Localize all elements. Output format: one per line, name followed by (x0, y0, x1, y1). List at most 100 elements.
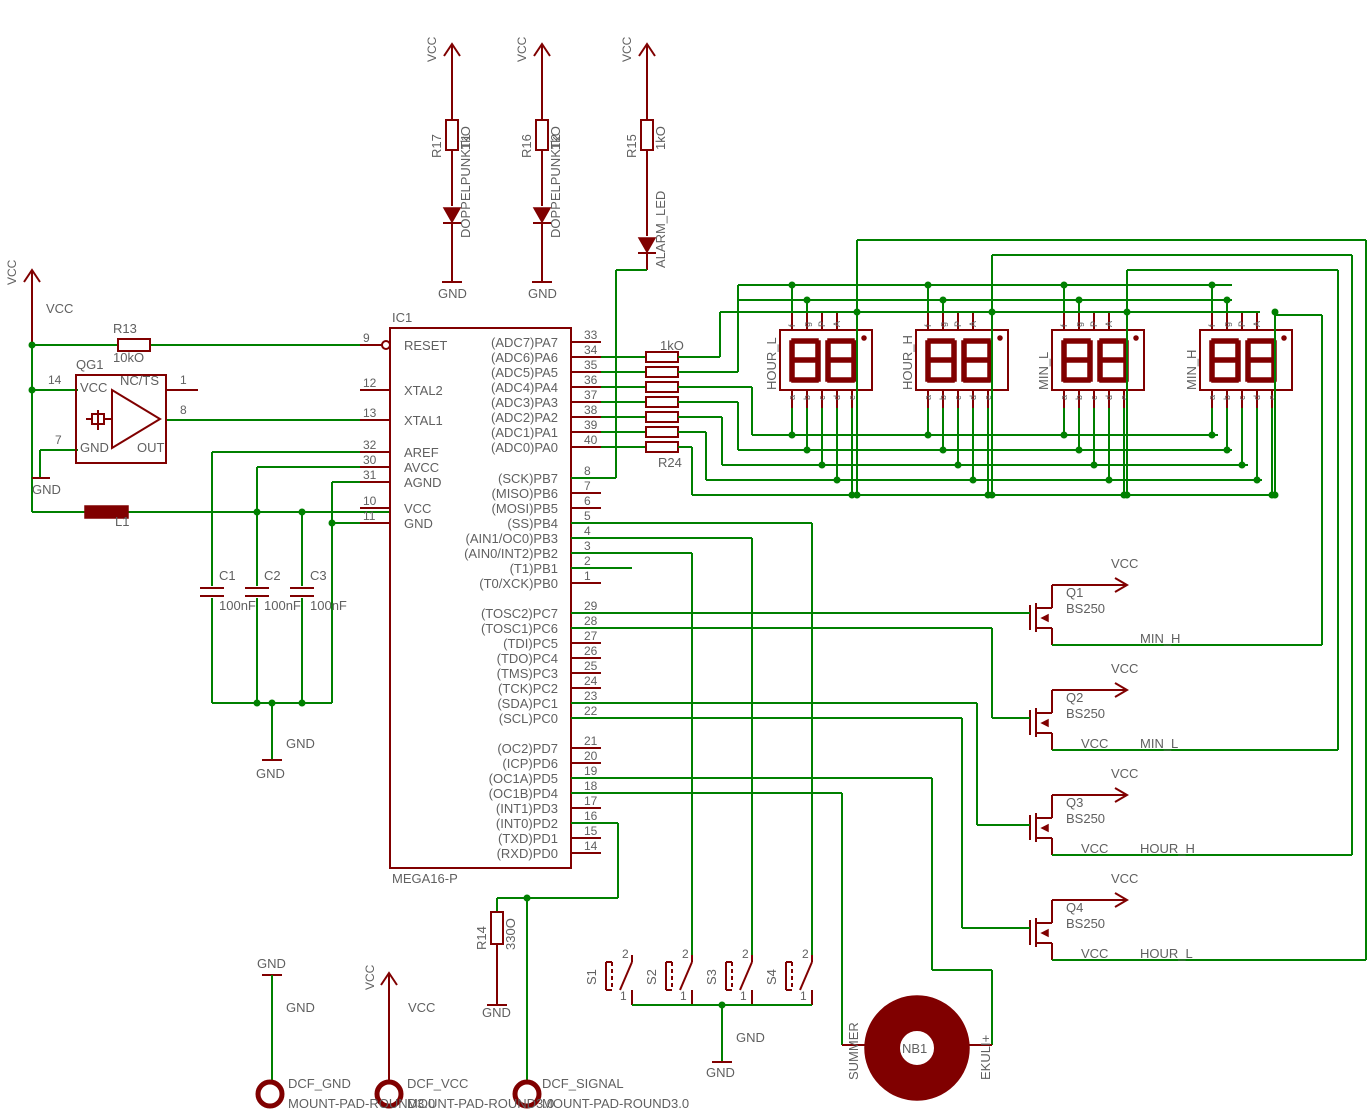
seg-bot-label: e (847, 395, 857, 400)
q-vcc-net: VCC (1081, 946, 1108, 961)
seg-bot-label: d (968, 395, 978, 400)
ic-left-pin-label: AGND (404, 475, 442, 490)
gnd-label-qg1: GND (32, 482, 61, 497)
junction (1060, 281, 1068, 289)
seg-top-label: P (1237, 321, 1247, 327)
segment (1247, 377, 1275, 383)
qg1-pin1: 1 (180, 373, 187, 387)
ic-right-pin-num: 8 (584, 464, 591, 478)
q-name: Q2 (1066, 690, 1083, 705)
seg-bot-label: c (817, 395, 827, 400)
ic-right-pin-num: 39 (584, 418, 598, 432)
q-net-label: HOUR_H (1140, 841, 1195, 856)
ic-right-pin-label: (AIN1/OC0)PB3 (466, 531, 558, 546)
inductor-l1: L1 (84, 505, 129, 529)
seg-bot-label: a (787, 395, 797, 400)
q-name: Q3 (1066, 795, 1083, 810)
seg-top-label: A (832, 321, 842, 327)
segment (927, 377, 955, 383)
segment-dp (861, 335, 867, 341)
seg-top-label: f (923, 324, 933, 327)
segment (929, 357, 953, 363)
q-vcc-arrow (1114, 577, 1129, 593)
gnd-r14: GND (482, 1005, 511, 1020)
junction (788, 281, 796, 289)
seg-bot-label: e (983, 395, 993, 400)
junction (788, 431, 796, 439)
vcc-r17: VCC (425, 36, 439, 62)
resistor-r13: R13 10kO (113, 321, 151, 365)
seg-top-label: A (968, 321, 978, 327)
junction (833, 476, 841, 484)
seg-bot-label: b (1222, 395, 1232, 400)
ic-right-pin-label: (ADC3)PA3 (491, 395, 558, 410)
q-name: Q4 (1066, 900, 1083, 915)
ic-left-pin-label: GND (404, 516, 433, 531)
ic-right-pin-label: (SS)PB4 (507, 516, 558, 531)
ic-right-pin-label: (ADC0)PA0 (491, 440, 558, 455)
seg-top-label: A (1104, 321, 1114, 327)
seg-top-label: g (938, 322, 948, 327)
junction (1123, 491, 1131, 499)
ic-right-pin-label: (SCL)PC0 (499, 711, 558, 726)
r13-value: 10kO (113, 350, 144, 365)
ic-left-pin-label: RESET (404, 338, 447, 353)
pad-vcc-name: DCF_VCC (407, 1076, 468, 1091)
ic-right-pin-num: 25 (584, 659, 598, 673)
q-net-label: HOUR_L (1140, 946, 1193, 961)
ic-left-pin-num: 11 (363, 509, 376, 523)
ic-right-pin-label: (INT0)PD2 (496, 816, 558, 831)
ic-right-pin-label: (TMS)PC3 (497, 666, 558, 681)
rn-resistor (645, 366, 679, 378)
ic-right-pin-label: (ADC1)PA1 (491, 425, 558, 440)
ic-right-pin-num: 21 (584, 734, 598, 748)
ic-right-pin-num: 38 (584, 403, 598, 417)
segment (791, 338, 819, 344)
ic-left-pin-num: 30 (363, 453, 377, 467)
r16-name: R16 (519, 134, 534, 158)
seg-bot-label: c (953, 395, 963, 400)
ic-right-pin-label: (TOSC1)PC6 (481, 621, 558, 636)
segment-dp (1133, 335, 1139, 341)
ic-right-pin-label: (TXD)PD1 (498, 831, 558, 846)
qg1-name: QG1 (76, 357, 103, 372)
qg1-pin8: 8 (180, 403, 187, 417)
c1-name: C1 (219, 568, 236, 583)
led-column-r15: VCC R15 1kO ALARM_LED (571, 36, 668, 479)
ic-right-pin-num: 24 (584, 674, 598, 688)
segment (827, 338, 855, 344)
port-wires (496, 522, 1030, 1080)
ic-right-pin-label: (ADC6)PA6 (491, 350, 558, 365)
led1-name: DOPPELPUNKT1 (458, 134, 473, 238)
r13-name: R13 (113, 321, 137, 336)
gnd-led2: GND (528, 286, 557, 301)
seg-top-label: P (1089, 321, 1099, 327)
gnd-dcf-top: GND (257, 956, 286, 971)
r14-name: R14 (474, 926, 489, 950)
vcc-label-left: VCC (46, 301, 73, 316)
gnd-label-caps2: GND (256, 766, 285, 781)
ic-left-pin-label: VCC (404, 501, 431, 516)
vcc-label-left-rot: VCC (5, 259, 19, 285)
switch-pin2: 2 (682, 947, 689, 961)
seg-top-label: g (802, 322, 812, 327)
ic-right-pin-num: 22 (584, 704, 598, 718)
rn-resistor (645, 381, 679, 393)
junction (1075, 446, 1083, 454)
junction (1208, 281, 1216, 289)
pad-sig-name: DCF_SIGNAL (542, 1076, 624, 1091)
segment-dp (997, 335, 1003, 341)
ic-right-pin-label: (OC2)PD7 (497, 741, 558, 756)
segment (1211, 377, 1239, 383)
q-net-label: MIN_H (1140, 631, 1180, 646)
display-name: HOUR_H (900, 335, 915, 390)
switch-blade (799, 961, 813, 991)
ic-right-pin-num: 26 (584, 644, 598, 658)
q-vcc-label: VCC (1111, 766, 1138, 781)
resistor-r14: R14 330O GND (474, 911, 518, 1020)
pad-sig-value: MOUNT-PAD-ROUND3.0 (542, 1096, 689, 1111)
ic-right-pin-label: (OC1A)PD5 (489, 771, 558, 786)
ic-left-pin-label: AVCC (404, 460, 439, 475)
